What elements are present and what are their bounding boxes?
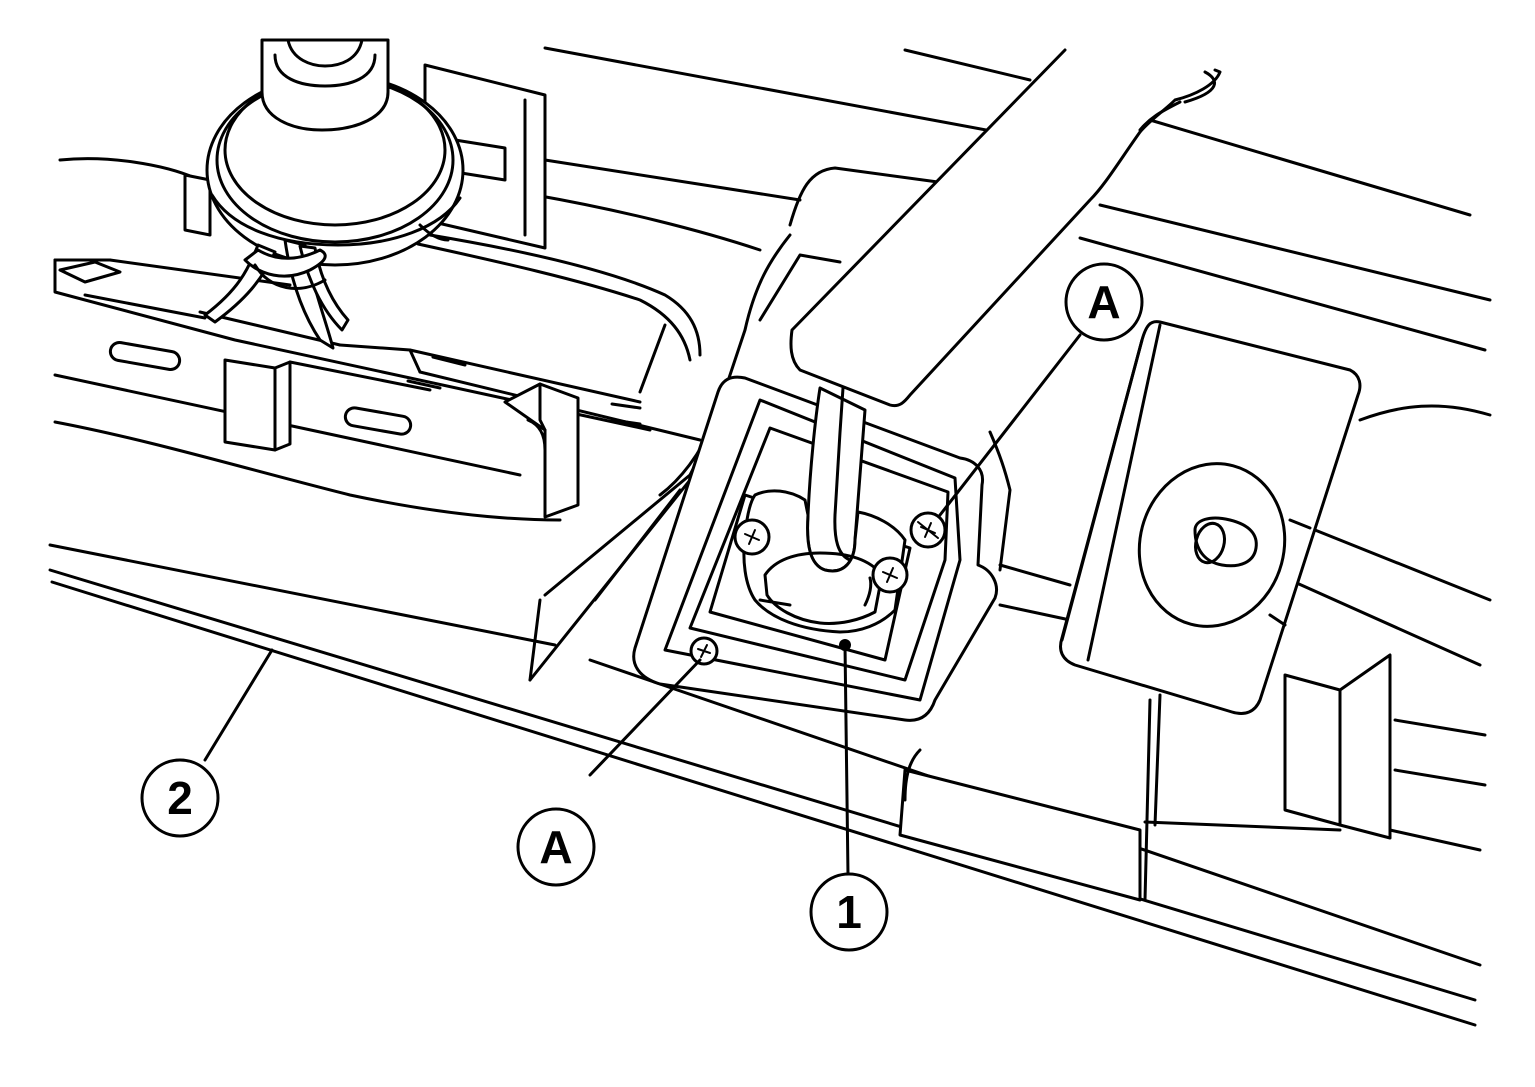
drain-bracket-rail bbox=[48, 258, 1482, 1027]
screw-right bbox=[871, 556, 909, 594]
pivot-bracket bbox=[898, 320, 1392, 902]
screw-bottom-left bbox=[689, 636, 719, 666]
background-panel-lines bbox=[543, 46, 1492, 852]
screw-top-left bbox=[733, 518, 771, 556]
callout-screw-upper-label: A bbox=[1087, 276, 1120, 328]
callout-part-2: 2 bbox=[140, 758, 220, 838]
roof-panel-curves bbox=[58, 157, 762, 394]
callout-part-1-label: 1 bbox=[836, 886, 862, 938]
callout-part-2-label: 2 bbox=[167, 772, 193, 824]
leader-lines bbox=[203, 333, 1082, 877]
drain-valve bbox=[183, 38, 547, 350]
callout-screw-lower: A bbox=[516, 807, 596, 887]
callout-screw-upper: A bbox=[1064, 262, 1144, 342]
callout-screw-lower-label: A bbox=[539, 821, 572, 873]
callout-part-1: 1 bbox=[809, 872, 889, 952]
drain-sleeve bbox=[789, 48, 1222, 573]
screw-top-right bbox=[909, 511, 947, 549]
